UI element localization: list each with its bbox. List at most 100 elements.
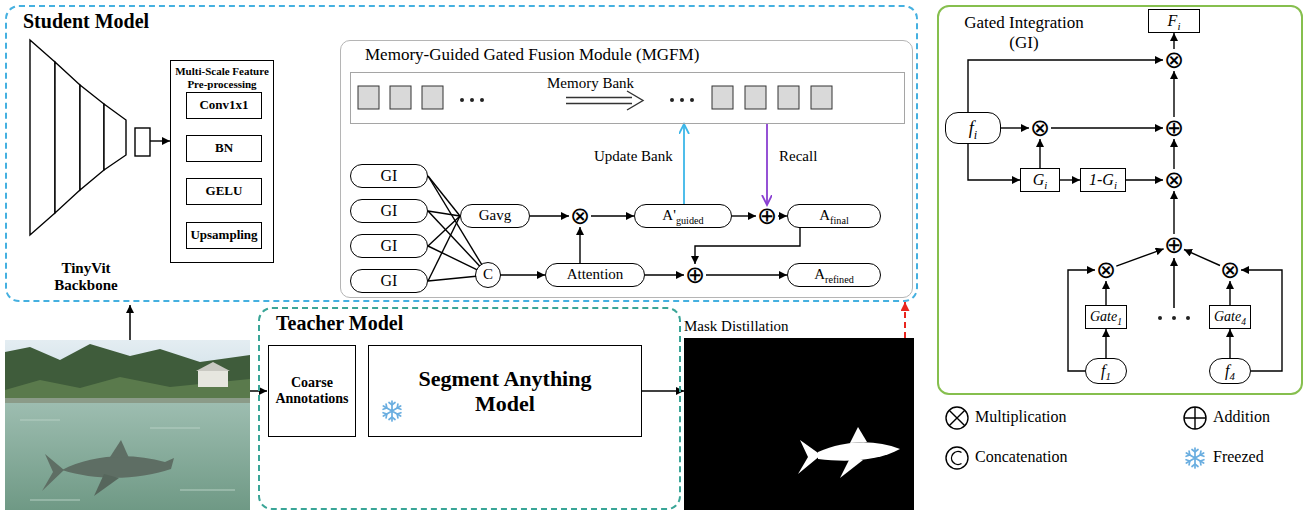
connector <box>1060 179 1080 180</box>
backbone-stage <box>80 85 104 190</box>
backbone-stage <box>55 62 80 213</box>
operator-symbol: ⊕ <box>685 263 705 287</box>
connector <box>1184 250 1220 266</box>
memory-cell <box>712 86 733 109</box>
legend-concat-symbol <box>946 447 968 469</box>
input-box-label: f1 <box>1101 362 1111 380</box>
feature-block-label: Arefined <box>814 266 854 283</box>
subscript: refined <box>825 274 854 285</box>
backbone-label: TinyVit Backbone <box>44 260 128 295</box>
memory-cell <box>811 86 832 109</box>
memory-cell <box>778 86 799 109</box>
legend-text: Addition <box>1213 408 1270 426</box>
connector <box>732 215 756 216</box>
backbone: TinyVit Backbone <box>22 38 150 294</box>
backbone-stage <box>104 104 126 170</box>
layer-box: GELU <box>186 178 262 205</box>
operator-symbol: ⊗ <box>570 204 590 228</box>
frozen-icon <box>383 401 401 421</box>
subscript: i <box>974 127 977 141</box>
subscript: i <box>1177 20 1180 32</box>
gi-block-label: GI <box>381 167 398 185</box>
operator-symbol: ⊕ <box>1164 233 1184 257</box>
connector <box>428 246 477 270</box>
input-box: f1 <box>1085 358 1127 384</box>
connector <box>1116 249 1163 266</box>
connector <box>1173 71 1174 117</box>
multiply-op: ⊗ <box>1094 258 1118 282</box>
connector <box>968 144 1020 180</box>
attention-block: Attention <box>545 263 645 287</box>
operator-symbol: ⊕ <box>1164 116 1184 140</box>
attention-block-label: Attention <box>567 266 624 283</box>
operator-symbol: ⊗ <box>1164 168 1184 192</box>
multiply-op: ⊗ <box>1162 48 1186 72</box>
gavg-block: Gavg <box>460 204 530 228</box>
connector <box>591 215 634 216</box>
output-box: Fi <box>1148 9 1200 33</box>
edge-label: Recall <box>777 148 819 165</box>
mask-shark <box>798 427 900 478</box>
connector <box>1001 127 1029 128</box>
gate-box-label: 1-Gi <box>1089 171 1117 189</box>
gate-box: Gate4 <box>1209 305 1251 329</box>
input-photo <box>5 340 250 510</box>
sam-box: Segment Anything Model <box>368 345 642 437</box>
connector <box>1229 329 1230 358</box>
ellipsis-dots <box>460 98 694 102</box>
gate-box-label: Gate4 <box>1214 309 1246 325</box>
legend-text: Multiplication <box>975 408 1067 426</box>
operator-symbol: ⊗ <box>1096 258 1116 282</box>
multiply-op: ⊗ <box>568 204 592 228</box>
connector <box>904 302 906 338</box>
add-op: ⊕ <box>1162 116 1186 140</box>
connector <box>706 274 787 275</box>
input-box-label: fi <box>969 118 977 139</box>
double-arrow <box>566 91 643 110</box>
memory-cell <box>390 86 411 109</box>
connector <box>645 274 684 275</box>
layer-box: BN <box>186 135 262 162</box>
gi-block: GI <box>350 234 428 258</box>
ellipsis-dots <box>1158 316 1190 320</box>
sum-input-arrow <box>1173 258 1175 308</box>
legend-text: Freezed <box>1213 448 1264 466</box>
input-box: f4 <box>1209 358 1251 384</box>
gate-box: Gi <box>1020 168 1060 192</box>
gi-block-label: GI <box>381 272 398 290</box>
memory-bank: Memory Bank <box>350 72 905 124</box>
operator-symbol: ⊗ <box>1030 116 1050 140</box>
connector <box>778 215 787 216</box>
layer-box-label: Conv1x1 <box>199 98 248 113</box>
connector <box>968 60 1163 112</box>
connector <box>683 124 685 204</box>
concat-circle: C <box>475 262 501 288</box>
preprocess-panel-label: Multi-Scale Feature Pre-processing <box>171 65 273 90</box>
connector <box>579 227 580 263</box>
feature-block: Arefined <box>787 263 881 287</box>
subscript: 1 <box>1117 317 1122 327</box>
mask-image: Mask Distillation <box>684 338 914 510</box>
concat-circle-label: C <box>483 266 493 283</box>
mask-background <box>684 338 914 510</box>
layer-box-label: BN <box>215 141 233 156</box>
operator-symbol: ⊕ <box>757 204 777 228</box>
legend-multiply-symbol <box>946 407 968 429</box>
output-box-label: Fi <box>1168 12 1181 30</box>
connector <box>642 390 684 391</box>
connector <box>428 276 476 281</box>
gavg-block-label: Gavg <box>479 207 512 224</box>
add-op: ⊕ <box>755 204 779 228</box>
connector <box>695 228 800 264</box>
connector <box>766 124 768 205</box>
subscript: final <box>830 215 849 226</box>
operator-symbol: ⊗ <box>1220 258 1240 282</box>
memory-cell <box>358 86 379 109</box>
feature-block-label: Afinal <box>819 207 849 224</box>
feature-block-label: A'guided <box>662 207 703 224</box>
input-box-label: f4 <box>1225 362 1235 380</box>
add-op: ⊕ <box>683 263 707 287</box>
layer-box: Conv1x1 <box>186 92 262 119</box>
connector <box>1229 281 1230 305</box>
